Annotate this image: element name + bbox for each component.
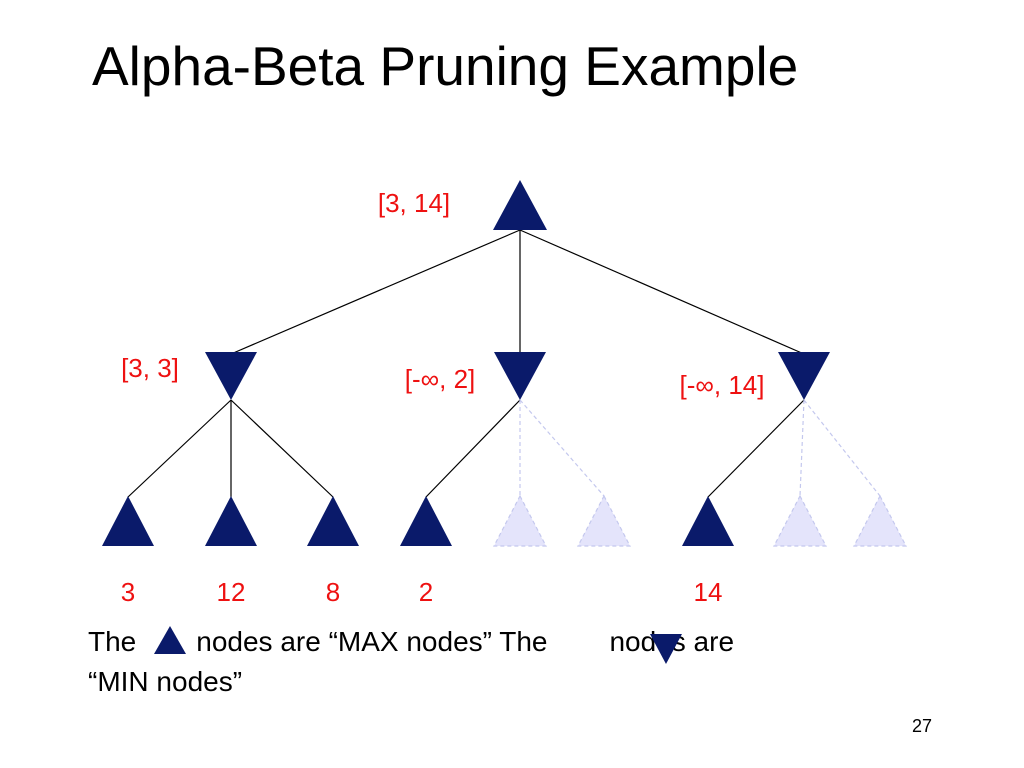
edge-min-3-to-leaf-1 <box>707 399 805 498</box>
edge-min-1-to-leaf-3 <box>230 399 334 498</box>
edge-min-1-to-leaf-1 <box>127 399 232 498</box>
leaf-value-1-2: 12 <box>217 577 246 607</box>
min-node-label-3: [-∞, 14] <box>679 370 764 400</box>
page-number: 27 <box>912 716 933 736</box>
pruned-leaf-3-2 <box>773 494 827 547</box>
leaf-max-node-2-1 <box>400 496 452 546</box>
leaf-value-2-1: 2 <box>419 577 433 607</box>
pruned-leaf-3-3 <box>853 494 907 547</box>
slide-title: Alpha-Beta Pruning Example <box>92 35 799 97</box>
min-node-3 <box>778 352 830 400</box>
leaf-max-node-1-2 <box>205 496 257 546</box>
pruned-edge-2-3 <box>519 399 605 497</box>
min-node-2 <box>494 352 546 400</box>
edge-min-2-to-leaf-1 <box>425 399 521 498</box>
root-max-node <box>493 180 547 230</box>
pruned-edge-3-2 <box>799 399 805 497</box>
caption-the: The <box>88 626 137 657</box>
leaf-value-1-3: 8 <box>326 577 340 607</box>
caption-max-text: nodes are “MAX nodes” The <box>196 626 548 657</box>
edge-root-to-min-3 <box>519 229 805 355</box>
leaf-max-node-1-1 <box>102 496 154 546</box>
leaf-value-1-1: 3 <box>121 577 135 607</box>
pruned-leaf-2-3 <box>577 494 631 547</box>
leaf-value-3-1: 14 <box>694 577 723 607</box>
caption-min-nodes: “MIN nodes” <box>88 666 243 697</box>
pruned-leaf-2-2 <box>493 494 547 547</box>
leaf-max-node-3-1 <box>682 496 734 546</box>
min-node-label-1: [3, 3] <box>121 353 179 383</box>
leaf-max-node-1-3 <box>307 496 359 546</box>
max-node-legend-icon <box>154 626 186 654</box>
min-node-legend-icon <box>650 634 682 664</box>
edge-root-to-min-1 <box>230 229 521 355</box>
root-label: [3, 14] <box>378 188 450 218</box>
min-node-label-2: [-∞, 2] <box>405 364 476 394</box>
min-node-1 <box>205 352 257 400</box>
pruned-edge-3-3 <box>803 399 881 497</box>
